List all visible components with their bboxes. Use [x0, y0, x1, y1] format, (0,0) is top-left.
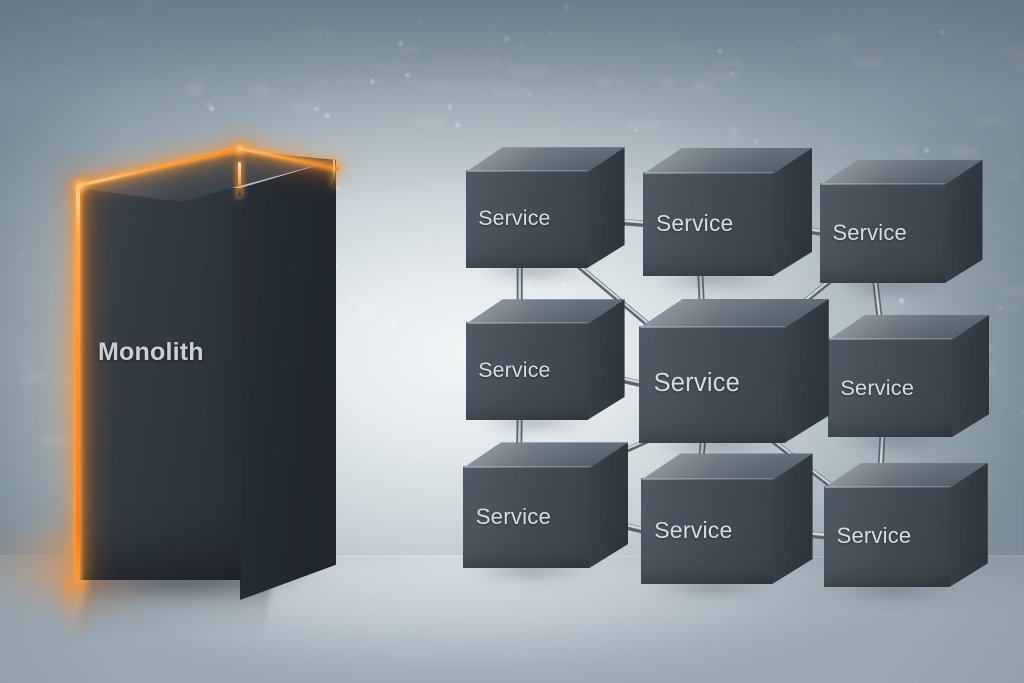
monolith-glow-edge-left [76, 186, 80, 582]
service-cube[interactable]: Service [812, 159, 983, 299]
service-cube[interactable]: Service [458, 299, 625, 436]
service-cube-top-edge [643, 171, 773, 173]
service-cube[interactable]: Service [820, 314, 990, 454]
service-cube[interactable]: Service [630, 298, 829, 462]
service-cube-front-face [641, 477, 773, 584]
service-connector [571, 259, 662, 336]
service-cube-front-face [466, 321, 588, 420]
service-cube-label: Service [832, 220, 907, 245]
service-cube-front-face [824, 485, 950, 587]
service-cube-front-face [820, 183, 945, 283]
monolith-corner-spark-left [70, 176, 90, 196]
service-cube[interactable]: Service [458, 147, 625, 284]
service-cube-top-edge [641, 477, 773, 479]
service-cube[interactable]: Service [633, 453, 813, 601]
service-cube-label: Service [840, 374, 915, 400]
service-cube-front-face [828, 337, 952, 438]
service-cube-top-edge [639, 325, 785, 327]
monolith-corner-spark-top [231, 140, 249, 158]
service-cube-top-edge [824, 485, 950, 487]
service-cube-label: Service [836, 523, 912, 549]
service-cube-label: Service [478, 206, 551, 231]
service-cube-front-face [643, 171, 773, 276]
service-cube-label: Service [475, 503, 552, 529]
service-cube-label: Service [656, 210, 734, 237]
service-cube[interactable]: Service [816, 462, 988, 603]
service-cube-label: Service [478, 358, 551, 383]
service-cube-label: Service [653, 369, 741, 398]
monolith-glow-edge-center [238, 162, 241, 196]
service-cube-top-edge [820, 183, 945, 184]
service-cube-front-face [639, 325, 785, 443]
monolith-front-face [78, 188, 241, 580]
service-cube-top-edge [466, 169, 588, 171]
service-cube[interactable]: Service [455, 442, 629, 584]
monolith-side-face [240, 160, 336, 600]
monolith-reflection-glow [62, 578, 88, 640]
monolith-label: Monolith [98, 338, 204, 366]
service-cube-top-edge [466, 321, 588, 323]
service-cube-top-edge [828, 337, 952, 339]
service-cube-front-face [463, 465, 590, 568]
service-cube-label: Service [654, 517, 733, 544]
service-cube[interactable]: Service [635, 147, 812, 293]
service-cube-top-edge [463, 465, 590, 467]
monolith-glow-edge-right [333, 160, 336, 186]
service-cube-front-face [466, 169, 588, 268]
